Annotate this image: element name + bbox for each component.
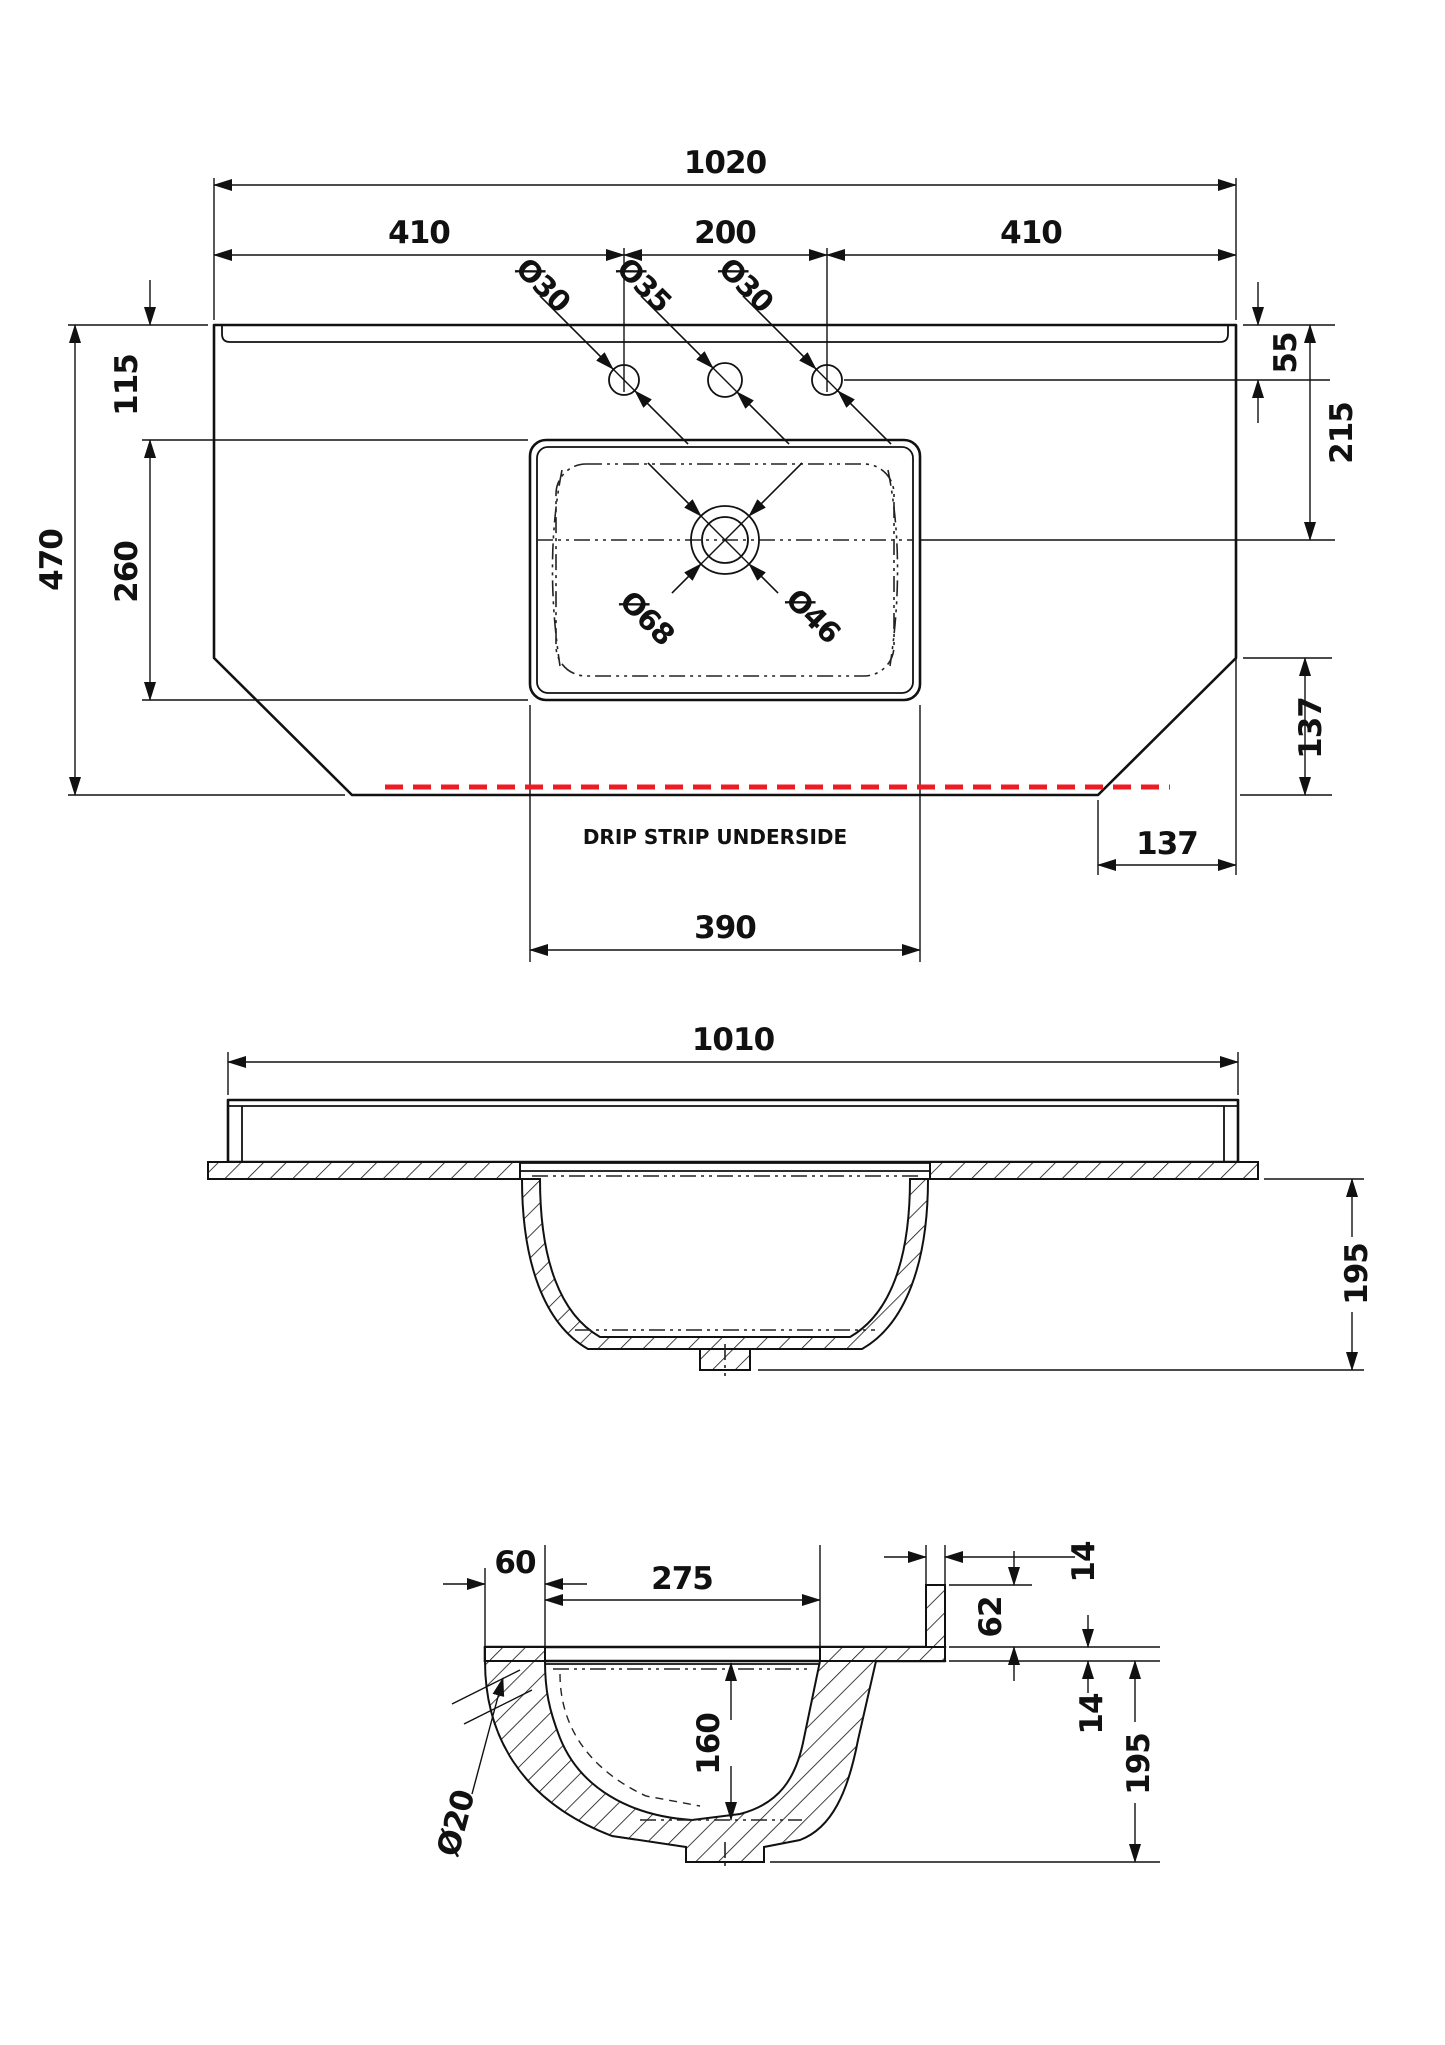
dim-front-height: 195	[1339, 1243, 1375, 1305]
plan-bowl-wall-right-hidden	[887, 469, 899, 667]
front-view: 1010 195	[207, 1022, 1375, 1378]
dim-front-width: 1010	[692, 1022, 775, 1058]
plan-bowl-wall-left-hidden	[551, 469, 563, 667]
tap-center-arrow-b	[736, 391, 790, 445]
plan-view: Ø68 Ø46 Ø30 Ø35 Ø30 1020 410 200 410	[34, 145, 1360, 962]
dim-chamfer-width: 137	[1136, 826, 1198, 862]
tap-right-arrow-a	[742, 295, 817, 370]
front-flange-left	[207, 1161, 521, 1180]
tap-hole-center	[707, 362, 743, 398]
front-flange-right	[929, 1161, 1259, 1180]
tap-left-arrow-a	[539, 295, 614, 370]
dim-top-to-drain: 215	[1324, 402, 1360, 464]
section-bowl-inner-contour	[559, 1673, 701, 1807]
dim-drain-outer: Ø68	[613, 584, 681, 652]
front-worktop	[226, 1098, 1240, 1164]
plan-worktop-outline	[212, 323, 1238, 797]
tap-right-arrow-b	[837, 390, 892, 445]
dim-section-height: 195	[1121, 1733, 1157, 1795]
dim-center-span: 200	[694, 215, 756, 251]
dim-upstand-thickness: 14	[1066, 1541, 1102, 1583]
plan-basin-outer	[528, 438, 922, 702]
tap-left-arrow-b	[634, 390, 689, 445]
plan-basin-rim	[536, 446, 914, 694]
dim-tap-center: Ø35	[610, 251, 678, 319]
dim-plan-overall-width: 1020	[684, 145, 767, 181]
dim-overflow-hole: Ø20	[430, 1786, 482, 1860]
plan-drain-outer-circle	[690, 505, 760, 575]
section-slab-front	[819, 1646, 946, 1662]
dim-worktop-thickness: 14	[1074, 1693, 1110, 1735]
dim-drain-waste: Ø46	[779, 582, 847, 650]
dim-bowl-inner-depth: 160	[691, 1713, 727, 1775]
tap-center-arrow-a	[640, 295, 714, 369]
drip-strip-note: DRIP STRIP UNDERSIDE	[583, 825, 847, 849]
dim-overall-depth: 470	[34, 529, 70, 591]
dim-top-to-holes: 55	[1268, 332, 1304, 373]
plan-upstand-lip	[221, 326, 1229, 343]
dim-top-to-basin: 115	[109, 354, 145, 416]
section-view: 275 60 14 62 14 160 195	[430, 1541, 1160, 1868]
drain-arrow-4	[671, 563, 702, 594]
section-bowl-wall	[483, 1660, 878, 1863]
drain-arrow-1	[647, 462, 702, 517]
dim-chamfer-height: 137	[1293, 697, 1329, 759]
dim-tap-left: Ø30	[509, 251, 577, 319]
dim-left-span: 410	[388, 215, 450, 251]
plan-drain-inner-circle	[701, 516, 749, 564]
drain-arrow-3	[748, 462, 803, 517]
dim-basin-front-depth: 260	[109, 541, 145, 603]
dim-tap-right: Ø30	[712, 251, 780, 319]
dim-bowl-top-width: 275	[651, 1561, 713, 1597]
plan-basin-inner-hidden	[555, 463, 895, 677]
drain-arrow-2	[748, 563, 779, 594]
section-slab-back	[484, 1646, 546, 1662]
dim-basin-width: 390	[694, 910, 756, 946]
section-upstand	[925, 1584, 946, 1648]
front-bowl-wall	[520, 1178, 930, 1350]
dim-upstand-height: 62	[973, 1596, 1009, 1637]
dim-back-ledge: 60	[494, 1545, 536, 1581]
dim-right-span: 410	[1000, 215, 1062, 251]
